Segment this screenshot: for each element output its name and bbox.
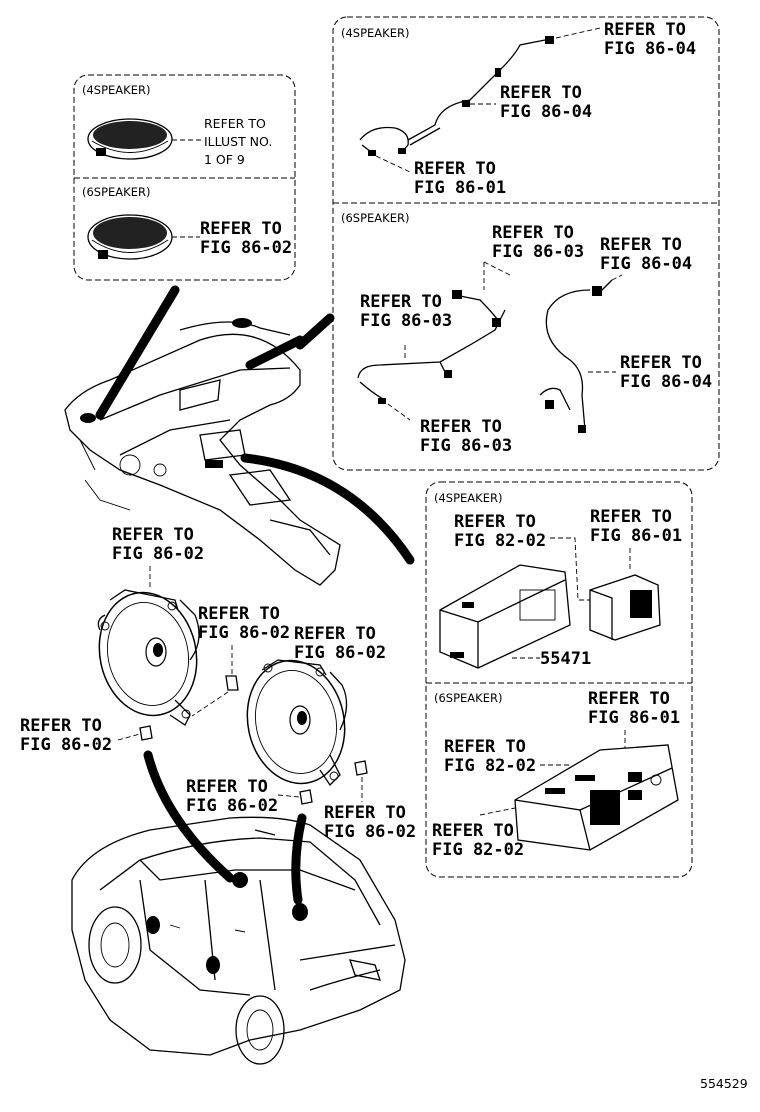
aux-bracket-4speaker — [439, 564, 661, 669]
door-speaker-front — [97, 589, 200, 726]
ds-ref3-line1: REFER TO — [294, 624, 376, 644]
j6-ref1-line1: REFER TO — [588, 689, 670, 709]
j4-leader-1 — [550, 537, 590, 601]
w6-ref4-line2: FIG 86-04 — [620, 372, 712, 392]
j6-leader-3 — [479, 807, 516, 816]
ds-ref4-line1: REFER TO — [20, 716, 102, 736]
w6-ref1-line1: REFER TO — [492, 223, 574, 243]
tweeter-4speaker-label: (4SPEAKER) — [82, 83, 150, 97]
wiring-box: (4SPEAKER) REFER TO FIG 86-04 REFER TO F… — [332, 16, 720, 471]
illustration-number: 554529 — [700, 1076, 748, 1091]
pointer-jack — [240, 453, 415, 565]
w6-ref5-line1: REFER TO — [420, 417, 502, 437]
j4-ref1-line2: FIG 82-02 — [454, 531, 546, 551]
w6-leader-2 — [611, 274, 623, 281]
w6-ref4-line1: REFER TO — [620, 353, 702, 373]
j6-ref3-line2: FIG 82-02 — [432, 840, 524, 860]
tweeter-4-ref-2: ILLUST NO. — [204, 134, 272, 149]
jack-6speaker-label: (6SPEAKER) — [434, 691, 502, 705]
j6-ref2-line2: FIG 82-02 — [444, 756, 536, 776]
harness-4speaker — [359, 36, 554, 156]
j4-ref1-line1: REFER TO — [454, 512, 536, 532]
w6-ref3-line1: REFER TO — [360, 292, 442, 312]
w6-leader-5 — [387, 403, 411, 421]
w4-leader-1 — [555, 27, 601, 39]
j4-ref2-line1: REFER TO — [590, 507, 672, 527]
jack-box: (4SPEAKER) REFER TO FIG 82-02 REFER TO F… — [425, 481, 693, 878]
screw-rear — [299, 789, 313, 805]
j4-ref2-line2: FIG 86-01 — [590, 526, 682, 546]
ds-ref2-line2: FIG 86-02 — [198, 623, 290, 643]
w6-ref5-line2: FIG 86-03 — [420, 436, 512, 456]
ds-ref1-line2: FIG 86-02 — [112, 544, 204, 564]
aux-bracket-6speaker — [514, 744, 679, 851]
ds-ref1-line1: REFER TO — [112, 525, 194, 545]
w4-ref3-line1: REFER TO — [414, 159, 496, 179]
j6-ref2-line1: REFER TO — [444, 737, 526, 757]
w4-ref2-line2: FIG 86-04 — [500, 102, 592, 122]
door-speakers: REFER TO FIG 86-02 REFER TO FIG 86-02 — [20, 525, 416, 842]
pointer-rear-door — [291, 813, 307, 905]
ds-leader-4 — [117, 733, 141, 741]
ds-ref4-line2: FIG 86-02 — [20, 735, 112, 755]
jack-box-border — [425, 481, 693, 878]
ds-ref5-line2: FIG 86-02 — [186, 796, 278, 816]
w4-ref1-line1: REFER TO — [604, 20, 686, 40]
tweeter-6speaker — [87, 214, 173, 260]
wiring-6speaker-label: (6SPEAKER) — [341, 211, 409, 225]
clip-front-leader — [191, 691, 229, 717]
tweeter-4speaker — [87, 118, 173, 160]
ds-ref3-line2: FIG 86-02 — [294, 643, 386, 663]
tweeter-6-ref-1: REFER TO — [200, 219, 282, 239]
w6-ref3-line2: FIG 86-03 — [360, 311, 452, 331]
pointer-wiring-top — [295, 313, 335, 350]
ds-ref6-line2: FIG 86-02 — [324, 822, 416, 842]
jack-4speaker-label: (4SPEAKER) — [434, 491, 502, 505]
w6-ref2-line2: FIG 86-04 — [600, 254, 692, 274]
j6-ref3-line1: REFER TO — [432, 821, 514, 841]
tweeter-6-ref-2: FIG 86-02 — [200, 238, 292, 258]
pointer-front-door — [143, 750, 235, 883]
harness-6speaker — [357, 279, 613, 433]
w4-ref2-line1: REFER TO — [500, 83, 582, 103]
car-illustration — [71, 816, 406, 1065]
door-speaker-rear — [246, 659, 348, 787]
tweeter-4-ref-3: 1 OF 9 — [204, 152, 245, 167]
ds-leader-5 — [277, 794, 301, 798]
w6-ref2-line1: REFER TO — [600, 235, 682, 255]
pointer-tweeter-4 — [95, 285, 180, 420]
wiring-4speaker-label: (4SPEAKER) — [341, 26, 409, 40]
w6-ref1-line2: FIG 86-03 — [492, 242, 584, 262]
w4-ref1-line2: FIG 86-04 — [604, 39, 696, 59]
ds-ref2-line1: REFER TO — [198, 604, 280, 624]
ds-ref5-line1: REFER TO — [186, 777, 268, 797]
tweeter-box: (4SPEAKER) REFER TO ILLUST NO. 1 OF 9 (6… — [73, 74, 296, 281]
screw-front — [139, 725, 153, 741]
clip-front — [225, 675, 239, 691]
tweeter-6speaker-label: (6SPEAKER) — [82, 185, 150, 199]
pointer-wiring-dash — [245, 335, 305, 370]
j6-ref1-line2: FIG 86-01 — [588, 708, 680, 728]
w4-leader-3 — [375, 155, 411, 173]
part-number: 55471 — [540, 649, 591, 669]
tweeter-4-ref-1: REFER TO — [204, 116, 266, 131]
w6-leader-1b — [483, 261, 511, 276]
ds-ref6-line1: REFER TO — [324, 803, 406, 823]
w4-ref3-line2: FIG 86-01 — [414, 178, 506, 198]
clip-rear — [354, 760, 368, 776]
